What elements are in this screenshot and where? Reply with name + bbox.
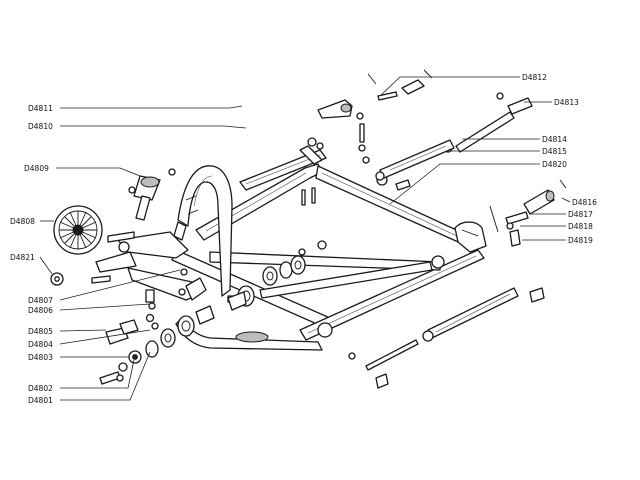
label-d4817: D4817 bbox=[568, 210, 593, 219]
wheel-hub bbox=[53, 205, 103, 255]
label-d4805: D4805 bbox=[28, 327, 53, 336]
right-side-parts bbox=[489, 179, 567, 247]
label-d4814: D4814 bbox=[542, 135, 567, 144]
left-suspension bbox=[50, 168, 207, 330]
shock-absorber bbox=[133, 168, 176, 221]
center-spacers bbox=[227, 137, 327, 311]
label-d4806: D4806 bbox=[28, 306, 53, 315]
label-d4821: D4821 bbox=[10, 253, 35, 262]
label-d4809: D4809 bbox=[24, 164, 49, 173]
upper-link-rod bbox=[317, 69, 433, 164]
label-d4813: D4813 bbox=[554, 98, 579, 107]
label-d4801: D4801 bbox=[28, 396, 53, 405]
label-d4808: D4808 bbox=[10, 217, 35, 226]
label-d4818: D4818 bbox=[568, 222, 593, 231]
label-d4816: D4816 bbox=[572, 198, 597, 207]
label-d4811: D4811 bbox=[28, 104, 53, 113]
part-labels: D4811 D4810 D4809 D4808 D4821 D4807 D480… bbox=[10, 73, 597, 405]
upper-right-rod bbox=[375, 92, 533, 191]
label-d4810: D4810 bbox=[28, 122, 53, 131]
label-d4812: D4812 bbox=[522, 73, 547, 82]
label-d4807: D4807 bbox=[28, 296, 53, 305]
front-bushings bbox=[99, 305, 215, 385]
label-d4803: D4803 bbox=[28, 353, 53, 362]
label-d4819: D4819 bbox=[568, 236, 593, 245]
label-d4804: D4804 bbox=[28, 340, 53, 349]
front-right-rod bbox=[348, 287, 545, 389]
label-d4815: D4815 bbox=[542, 147, 567, 156]
label-d4820: D4820 bbox=[542, 160, 567, 169]
label-d4802: D4802 bbox=[28, 384, 53, 393]
leader-lines bbox=[39, 76, 571, 401]
